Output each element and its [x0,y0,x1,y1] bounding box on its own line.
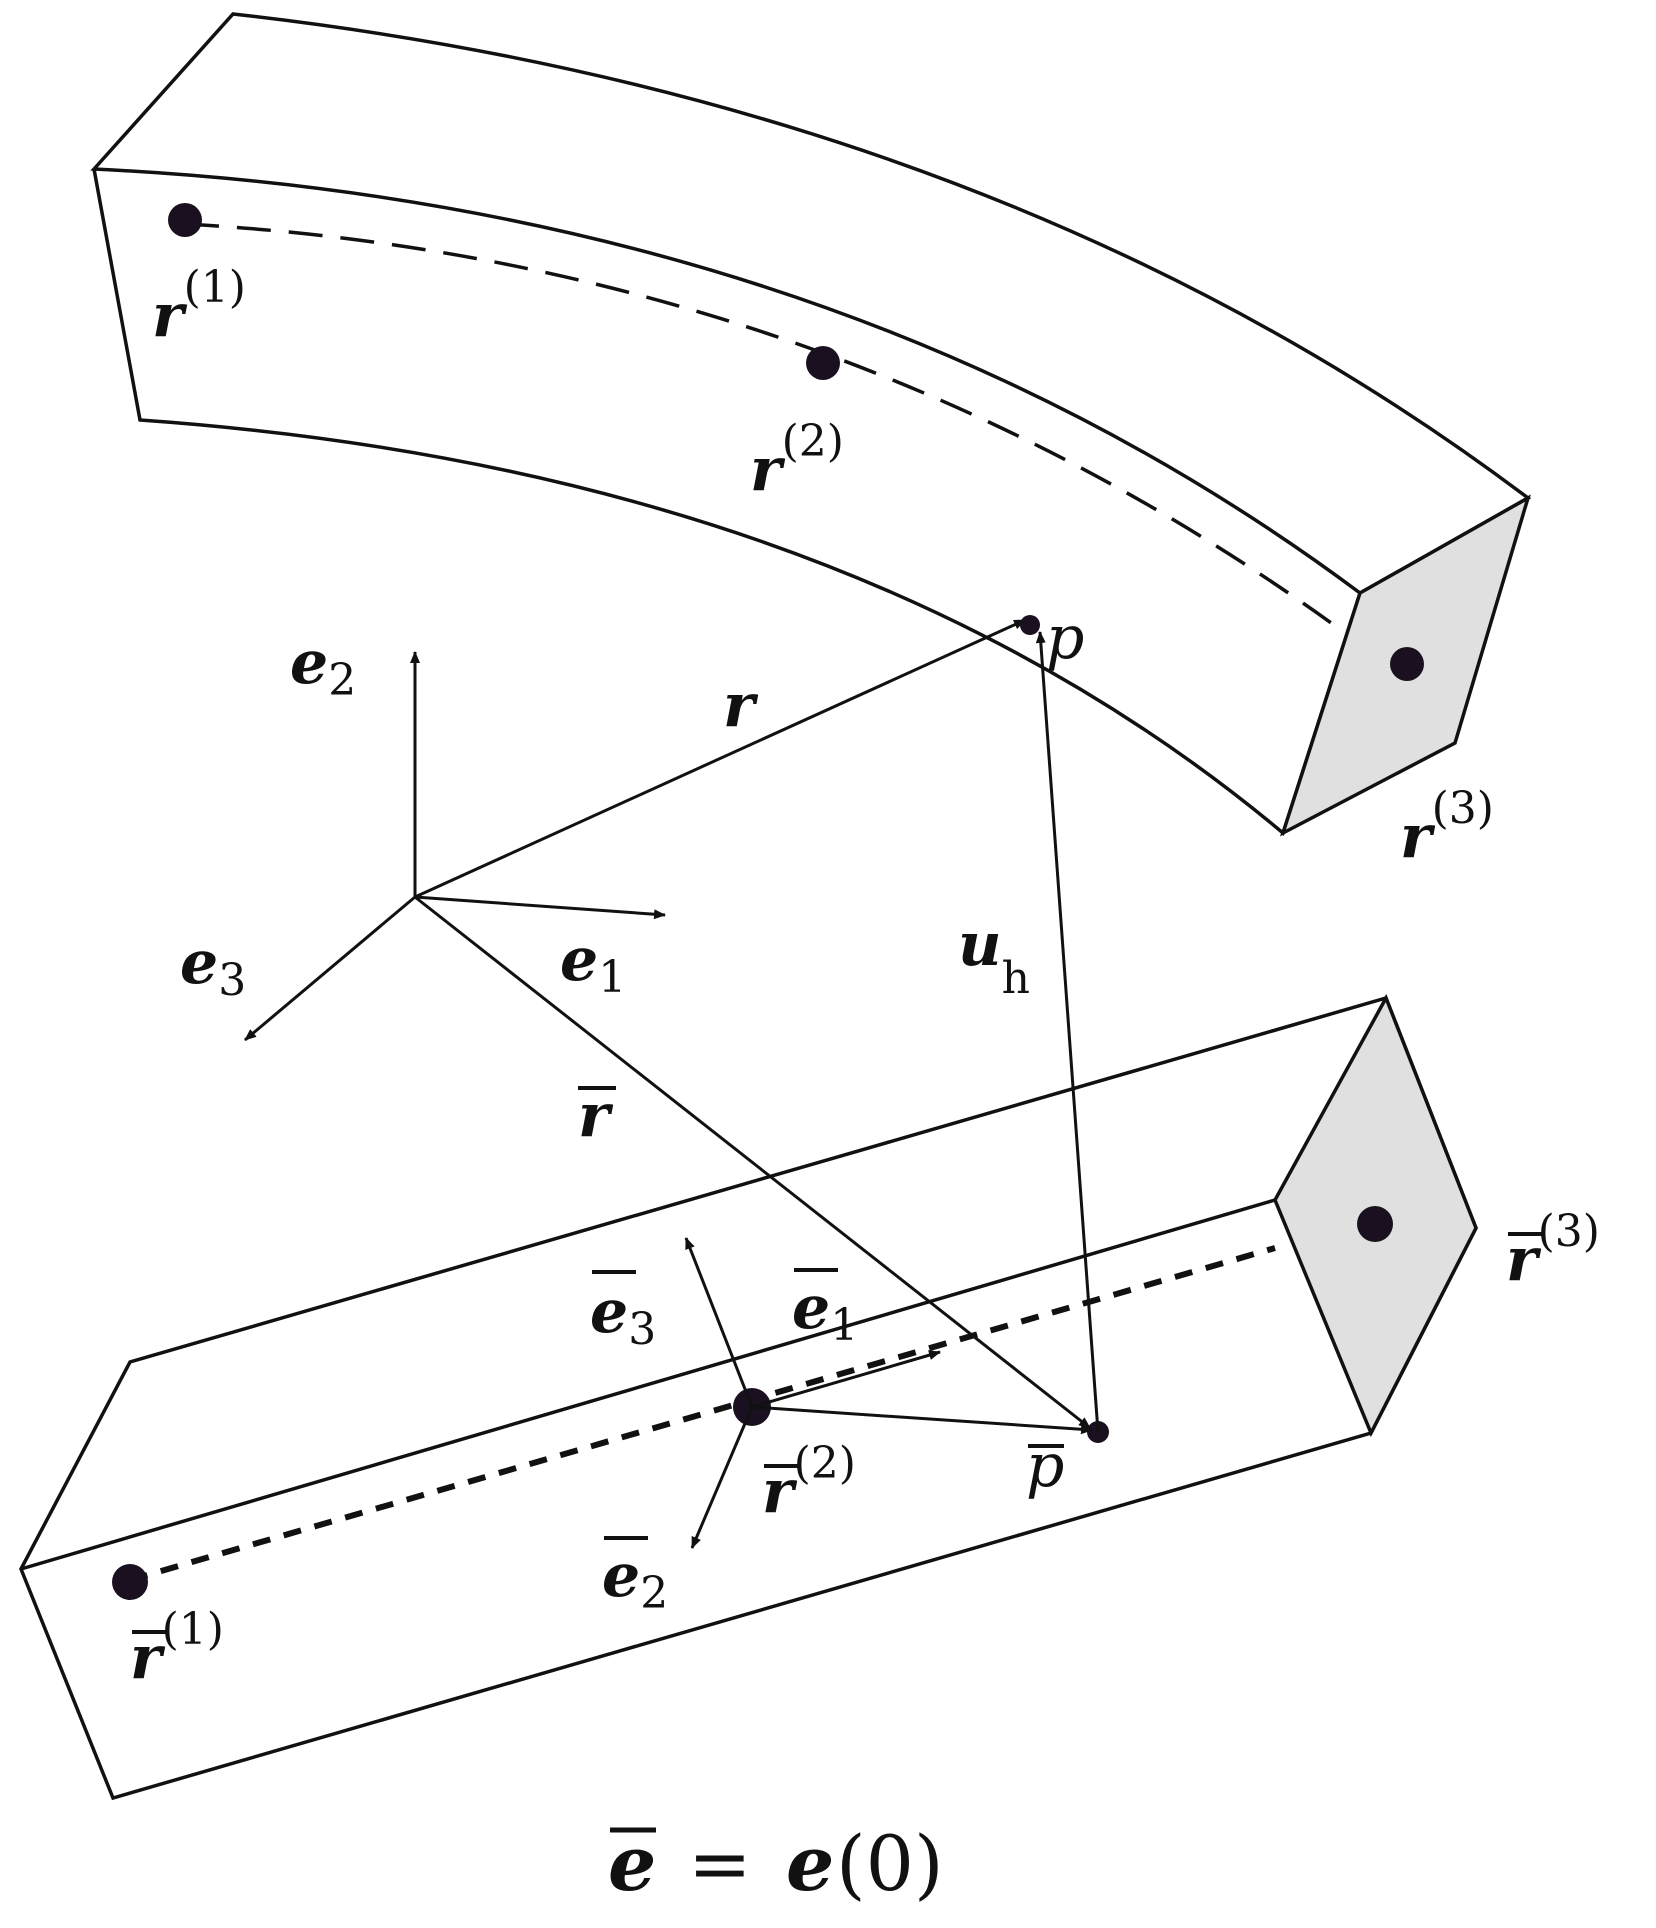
label-r3: r(3) [1400,783,1494,872]
displacement-vector-uh [1035,631,1100,1433]
local-e3-arrow [684,1237,754,1408]
equation-ebar-equals-e0: e = e (0) [608,1819,944,1908]
equation-lhs: e [608,1819,656,1908]
label-e1: e1 [560,925,626,1003]
local-e2-arrow [690,1406,754,1549]
deformed-point-p [1020,615,1040,635]
global-e1-axis [414,895,666,920]
label-r1: r(1) [152,262,246,351]
reference-node-3 [1357,1206,1393,1242]
label-r3bar: r(3) [1506,1206,1600,1295]
label-rbar-vector: r [578,1081,614,1151]
reference-beam-centerline [129,1245,1276,1583]
deformed-node-2 [806,346,840,380]
position-vector-r [414,618,1026,899]
label-r2bar: r(2) [762,1438,856,1527]
label-e3bar: e3 [590,1277,656,1355]
label-e1bar: e1 [792,1273,858,1351]
global-frame [244,615,1100,1433]
label-e2bar: e2 [602,1541,668,1619]
reference-beam [19,993,1478,1801]
node2-to-pbar-arrow [751,1405,1093,1435]
label-e3: e3 [180,928,246,1006]
reference-node-1 [112,1564,148,1600]
local-e1-arrow [751,1350,941,1409]
deformed-beam [90,12,1532,837]
deformed-beam-front-bottom-edge [92,168,1362,837]
equation-equals: = [688,1819,752,1908]
global-e3-axis [244,895,416,1042]
deformed-beam-centerline [184,222,1343,632]
reference-beam-front-top-edge [20,1198,1276,1571]
equation-arg: (0) [836,1819,944,1908]
position-vector-rbar [414,895,1091,1430]
label-r2: r(2) [750,416,844,505]
label-uh: uh [958,910,1030,1004]
label-r-vector: r [723,671,759,741]
label-r1bar: r(1) [130,1604,224,1693]
equation-rhs: e [786,1819,834,1908]
deformed-node-1 [168,203,202,237]
deformed-node-3 [1390,647,1424,681]
label-e2: e2 [290,628,356,706]
deformed-beam-top-face [90,12,1532,596]
label-p: p [1046,603,1084,673]
label-pbar: p [1026,1431,1064,1501]
